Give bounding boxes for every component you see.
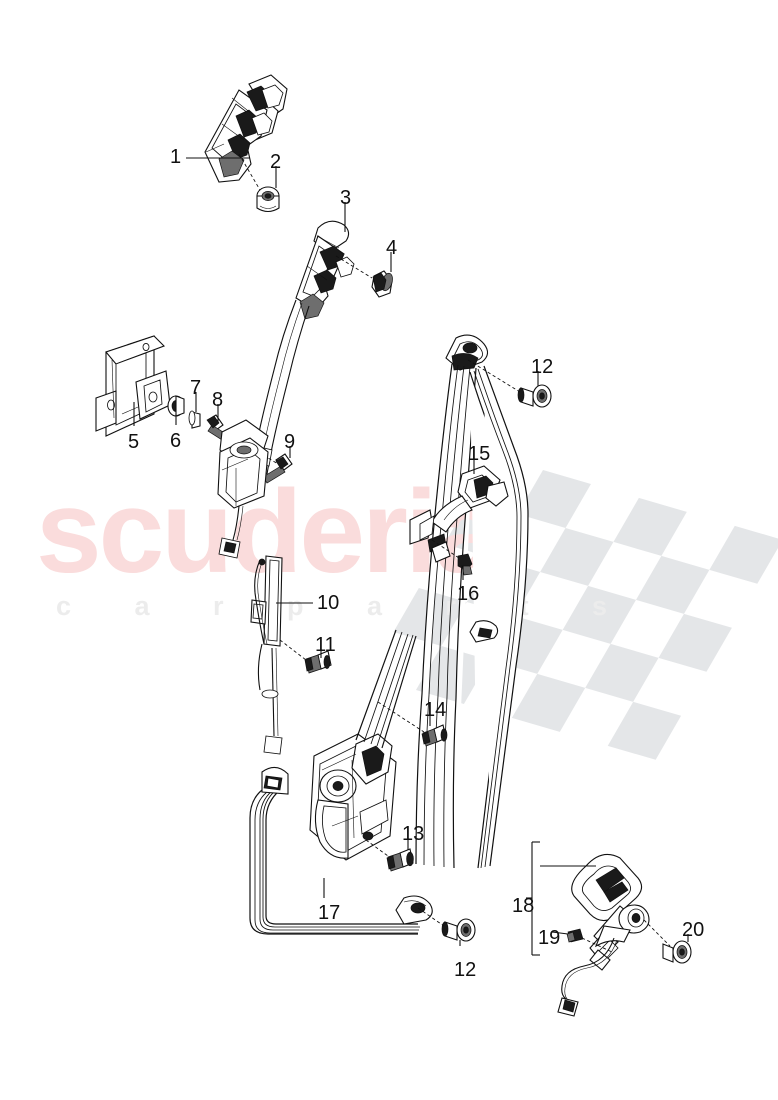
part-18-seat-belt-buckle-assembly — [557, 853, 650, 1017]
leader-12-lower — [417, 907, 445, 927]
leader-13 — [365, 839, 389, 857]
callout-11: 11 — [315, 634, 336, 656]
belt-retractor-assembly — [309, 629, 417, 861]
callout-14: 14 — [424, 699, 447, 721]
part-16-push-rivet — [457, 553, 473, 576]
part-20-buckle-mounting-bolt — [662, 940, 692, 964]
belt-pretensioner-body — [217, 419, 269, 559]
callout-17: 17 — [318, 902, 341, 924]
part-9-pan-head-screw — [262, 453, 293, 484]
callout-5: 5 — [128, 431, 140, 453]
callout-20: 20 — [682, 919, 705, 941]
part-4-hex-socket-bolt — [371, 270, 393, 298]
leader-lines — [133, 157, 689, 946]
callout-4: 4 — [386, 237, 398, 259]
part-10-cable-actuator-rod — [250, 555, 283, 755]
callout-7: 7 — [190, 377, 202, 399]
leader-12-upper — [467, 359, 521, 393]
bracket-18 — [526, 841, 540, 956]
callout-19: 19 — [538, 927, 561, 949]
callout-12-lower: 12 — [454, 959, 477, 981]
part-15-belt-guide-clip — [409, 465, 509, 563]
callout-3: 3 — [340, 187, 352, 209]
part-19-wiring-connector-clip — [566, 928, 584, 943]
callout-12-upper: 12 — [531, 356, 554, 378]
leader-20 — [643, 919, 671, 947]
callout-6: 6 — [170, 430, 182, 452]
part-13-hex-flange-bolt — [386, 848, 414, 872]
part-5-mounting-plate — [95, 335, 171, 437]
callout-1: 1 — [170, 146, 182, 168]
leader-2 — [238, 153, 261, 191]
part-6-spacer-bushing — [167, 395, 185, 417]
part-7-sleeve — [188, 410, 201, 429]
callout-9: 9 — [284, 431, 296, 453]
callout-18: 18 — [512, 895, 535, 917]
callout-15: 15 — [468, 443, 491, 465]
part-2-hex-socket-bolt — [256, 186, 280, 213]
part-11-hex-bolt — [304, 650, 332, 674]
callout-2: 2 — [270, 151, 282, 173]
callout-10: 10 — [317, 592, 340, 614]
part-12-shoulder-bolt-lower — [441, 918, 476, 942]
callout-13: 13 — [402, 823, 425, 845]
callout-16: 16 — [457, 583, 480, 605]
callout-8: 8 — [212, 389, 224, 411]
part-14-hex-flange-bolt — [421, 724, 448, 747]
leader-4 — [335, 255, 373, 279]
part-1-upper-belt-anchor-bracket — [204, 74, 288, 183]
